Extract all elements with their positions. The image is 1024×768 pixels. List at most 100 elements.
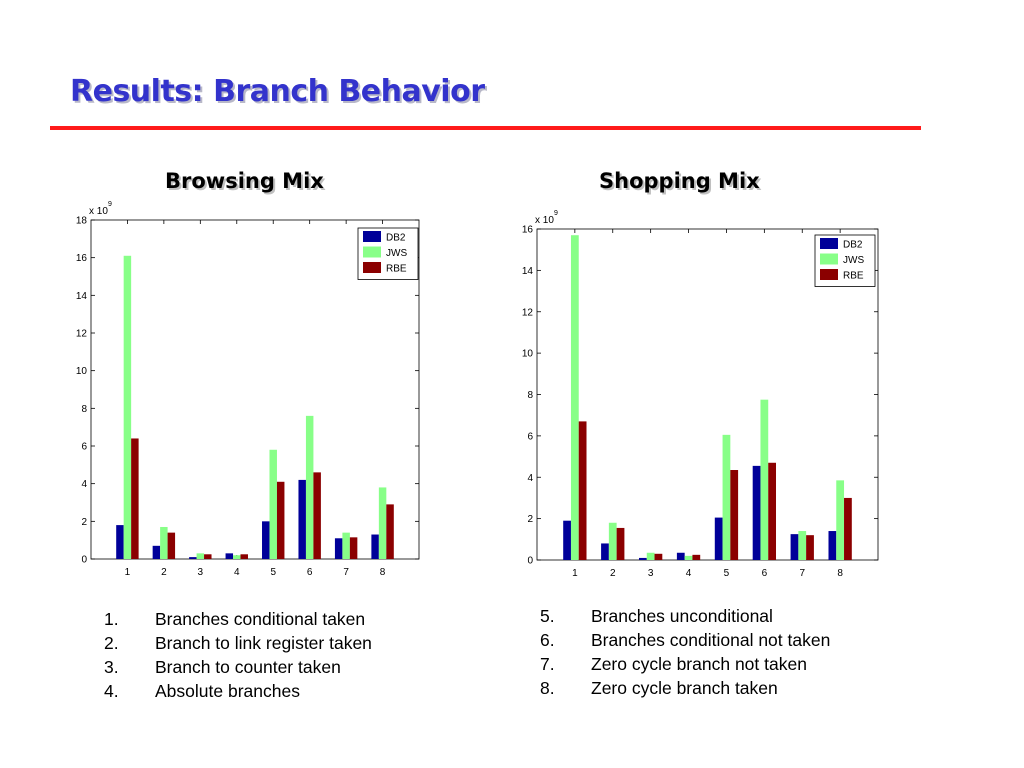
- bar-rbe-5: [730, 470, 739, 560]
- bar-rbe-1: [131, 438, 139, 559]
- bar-db2-6: [752, 465, 761, 560]
- bar-db2-8: [828, 531, 837, 560]
- bar-db2-7: [790, 534, 799, 560]
- y-tick-label: 16: [522, 225, 534, 236]
- y-tick-label: 4: [81, 479, 87, 490]
- x-tick-label: 7: [343, 567, 349, 578]
- x-tick-label: 3: [198, 567, 204, 578]
- x-tick-label: 5: [724, 568, 730, 579]
- bar-rbe-6: [768, 462, 777, 560]
- axis-multiplier-exponent: 9: [108, 201, 112, 208]
- legend-label-rbe: RBE: [843, 271, 864, 282]
- x-tick-label: 4: [686, 568, 692, 579]
- bar-db2-4: [225, 553, 234, 559]
- bar-rbe-3: [654, 553, 663, 560]
- title-rule: [50, 126, 921, 130]
- bar-db2-8: [371, 534, 379, 559]
- bar-rbe-7: [349, 537, 358, 559]
- bar-jws-1: [123, 255, 132, 560]
- bar-rbe-4: [692, 554, 701, 560]
- y-tick-label: 16: [76, 253, 88, 264]
- bar-jws-3: [196, 553, 205, 559]
- plot-frame: [90, 219, 420, 560]
- bar-rbe-5: [276, 481, 285, 559]
- x-tick-label: 6: [307, 567, 313, 578]
- slide-title: Results: Branch Behavior: [70, 74, 485, 109]
- y-tick-label: 4: [527, 473, 533, 484]
- y-tick-label: 0: [527, 556, 533, 567]
- x-tick-label: 2: [610, 568, 616, 579]
- x-tick-label: 2: [161, 567, 167, 578]
- legend-label-db2: DB2: [386, 233, 406, 244]
- bar-jws-6: [305, 415, 314, 559]
- bar-db2-2: [152, 545, 161, 559]
- legend-swatch-jws: [820, 253, 838, 265]
- bar-jws-2: [608, 522, 617, 560]
- legend-swatch-db2: [820, 238, 838, 249]
- bar-jws-4: [684, 555, 693, 560]
- bar-db2-4: [676, 552, 685, 560]
- legend-swatch-jws: [363, 246, 381, 258]
- x-tick-label: 7: [799, 568, 805, 579]
- bar-rbe-3: [204, 554, 212, 559]
- y-tick-label: 10: [522, 349, 534, 360]
- bar-db2-3: [638, 557, 647, 560]
- x-tick-label: 3: [648, 568, 654, 579]
- y-tick-label: 0: [81, 555, 87, 566]
- y-tick-label: 12: [522, 307, 534, 318]
- y-tick-label: 8: [527, 390, 533, 401]
- bar-jws-7: [342, 532, 350, 559]
- y-tick-label: 12: [76, 329, 88, 340]
- bar-jws-5: [722, 434, 731, 560]
- legend-swatch-rbe: [820, 269, 838, 280]
- axis-multiplier: x 10: [89, 206, 108, 217]
- bar-db2-3: [189, 557, 197, 559]
- x-tick-label: 4: [234, 567, 240, 578]
- bar-rbe-8: [386, 504, 394, 559]
- bar-db2-1: [563, 520, 571, 560]
- y-tick-label: 6: [527, 431, 533, 442]
- y-tick-label: 10: [76, 366, 88, 377]
- bar-jws-3: [646, 552, 655, 560]
- bar-jws-8: [836, 480, 845, 560]
- bar-db2-5: [262, 521, 270, 559]
- shopping-mix-title: Shopping Mix: [599, 169, 760, 193]
- bar-jws-8: [378, 487, 387, 559]
- legend-swatch-rbe: [363, 262, 381, 273]
- legend-label-rbe: RBE: [386, 264, 407, 275]
- x-tick-label: 1: [125, 567, 131, 578]
- bar-db2-7: [334, 538, 343, 559]
- bar-rbe-7: [806, 535, 814, 560]
- browsing-mix-title: Browsing Mix: [165, 169, 324, 193]
- y-tick-label: 6: [81, 442, 87, 453]
- bar-jws-1: [570, 235, 579, 561]
- x-tick-label: 1: [572, 568, 578, 579]
- bar-rbe-4: [240, 554, 248, 559]
- x-tick-label: 5: [270, 567, 276, 578]
- x-tick-label: 6: [762, 568, 768, 579]
- bar-jws-6: [760, 399, 769, 560]
- bar-jws-5: [269, 449, 277, 559]
- bar-rbe-2: [167, 532, 176, 559]
- legend-swatch-db2: [363, 231, 381, 242]
- bar-jws-7: [798, 531, 807, 560]
- y-tick-label: 2: [527, 514, 533, 525]
- y-tick-label: 18: [76, 216, 88, 227]
- y-tick-label: 2: [81, 517, 87, 528]
- bar-db2-2: [601, 543, 609, 560]
- legend-label-jws: JWS: [386, 248, 407, 259]
- y-tick-label: 14: [522, 266, 534, 277]
- x-tick-label: 8: [380, 567, 386, 578]
- bar-db2-5: [714, 517, 723, 560]
- bar-db2-6: [298, 479, 306, 559]
- bar-rbe-6: [313, 472, 321, 559]
- axis-multiplier: x 10: [535, 215, 554, 226]
- legend-label-jws: JWS: [843, 255, 864, 266]
- y-tick-label: 14: [76, 291, 88, 302]
- bar-db2-1: [116, 525, 124, 559]
- x-tick-label: 8: [837, 568, 843, 579]
- bar-rbe-2: [616, 527, 625, 560]
- bar-jws-2: [160, 526, 168, 559]
